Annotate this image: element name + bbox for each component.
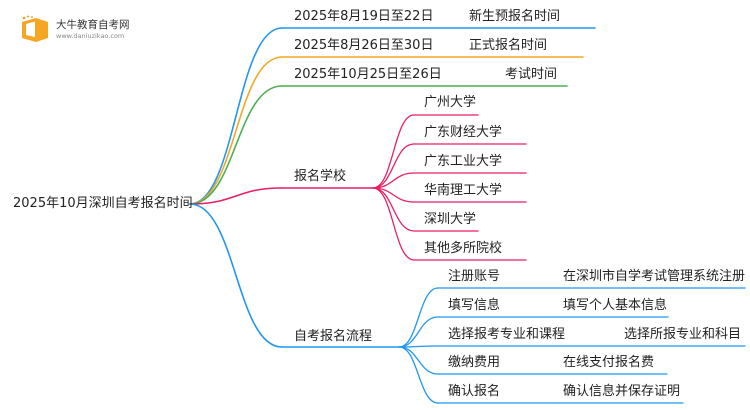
timeline-connector — [189, 27, 283, 205]
timeline-date-exam: 2025年10月25日至26日 — [294, 67, 442, 82]
timeline-label-formal: 正式报名时间 — [469, 38, 548, 53]
process-step-connector — [398, 287, 439, 348]
timeline-label-exam: 考试时间 — [505, 67, 558, 82]
site-logo: 大牛教育自考网 www.daniuzikao.com — [18, 14, 158, 44]
timeline-connector — [189, 85, 283, 205]
process-branch: 自考报名流程 — [294, 329, 373, 344]
school-connector — [372, 143, 415, 189]
school-item: 其他多所院校 — [424, 241, 503, 256]
timeline-date-formal: 2025年8月26日至30日 — [294, 38, 434, 53]
schools-connector — [189, 187, 283, 205]
process-step: 确认报名 — [448, 384, 501, 399]
process-detail: 在线支付报名费 — [563, 355, 655, 370]
process-step-connector — [398, 346, 439, 404]
process-detail: 选择所报专业和科目 — [624, 327, 742, 342]
timeline-date-prereg: 2025年8月19日至22日 — [294, 9, 434, 24]
logo-url: www.daniuzikao.com — [56, 32, 125, 40]
school-connector — [372, 187, 415, 232]
schools-branch: 报名学校 — [294, 169, 347, 184]
school-item: 广州大学 — [424, 95, 477, 110]
process-step: 填写信息 — [448, 298, 501, 313]
book-icon — [22, 15, 48, 42]
timeline-label-prereg: 新生预报名时间 — [469, 9, 561, 24]
logo-name: 大牛教育自考网 — [56, 19, 130, 31]
school-connector — [372, 172, 415, 189]
process-step-connector — [398, 316, 439, 348]
school-item: 华南理工大学 — [424, 183, 503, 198]
timeline-connector — [189, 56, 283, 205]
process-step: 注册账号 — [448, 269, 501, 284]
school-connector — [372, 114, 415, 189]
process-connector — [189, 203, 283, 348]
school-item: 广东财经大学 — [424, 125, 503, 140]
process-step-connector — [398, 346, 439, 375]
process-step: 选择报考专业和课程 — [448, 327, 566, 342]
school-connector — [372, 187, 415, 261]
root-node: 2025年10月深圳自考报名时间 — [13, 196, 193, 211]
school-item: 广东工业大学 — [424, 154, 503, 169]
school-item: 深圳大学 — [424, 212, 477, 227]
process-detail: 填写个人基本信息 — [563, 298, 668, 313]
process-detail: 确认信息并保存证明 — [563, 384, 681, 399]
process-detail: 在深圳市自学考试管理系统注册 — [563, 269, 746, 284]
process-step: 缴纳费用 — [448, 355, 501, 370]
